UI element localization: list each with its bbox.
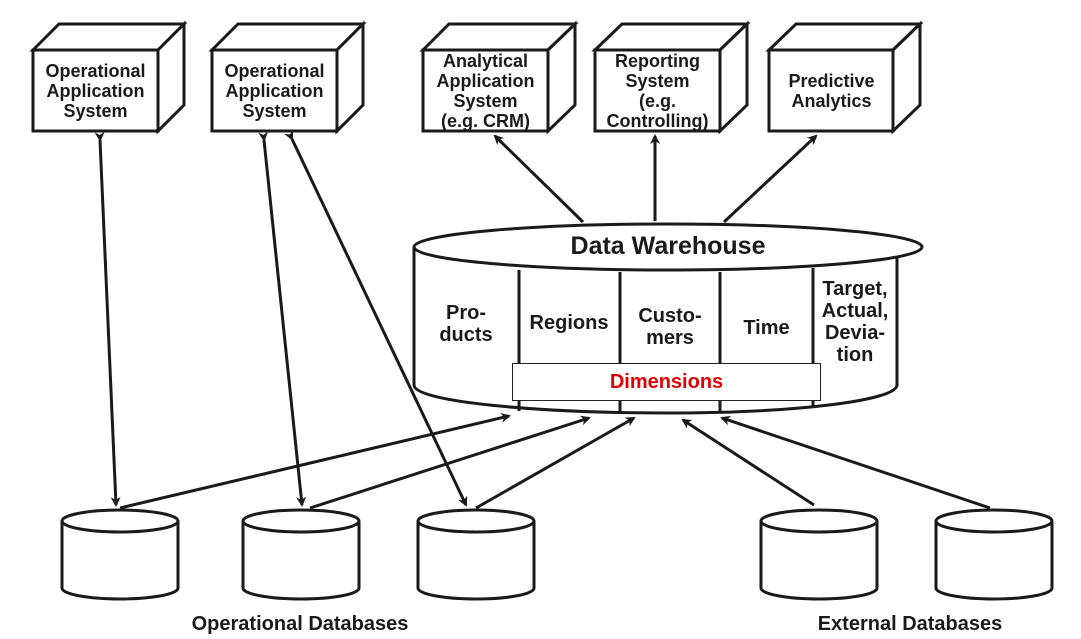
- column-customers: Custo- mers: [638, 305, 702, 349]
- operational-database-1: [60, 508, 180, 601]
- system-box-5: [765, 20, 924, 135]
- cylinder-body: [241, 521, 361, 601]
- arrows-db-to-warehouse: [119, 412, 991, 510]
- cylinder-top: [759, 508, 879, 534]
- warehouse-title: Data Warehouse: [570, 232, 766, 260]
- dimensions-banner: Dimensions: [512, 363, 821, 401]
- system-box-4: [591, 20, 751, 135]
- system-label-1: Operational Application System: [45, 60, 146, 121]
- system-label-4: Reporting System (e.g. Controlling): [606, 50, 709, 131]
- system-label-5: Predictive Analytics: [788, 70, 875, 111]
- arrow-db1-dw: [119, 412, 511, 510]
- system-label-3: Analytical Application System (e.g. CRM): [436, 50, 535, 131]
- cylinder-body: [759, 521, 879, 601]
- operational-database-3: [416, 508, 536, 601]
- arrow-db5-dw: [720, 415, 991, 510]
- system-box-3: [419, 20, 579, 135]
- external-database-2: [934, 508, 1054, 601]
- operational-database-2: [241, 508, 361, 601]
- external-databases-caption: External Databases: [817, 613, 1003, 635]
- cylinder-top: [416, 508, 536, 534]
- arrow-db2-dw: [309, 415, 591, 510]
- cylinder-body: [934, 521, 1054, 601]
- column-regions: Regions: [529, 312, 609, 334]
- arrow-to-analytical: [493, 134, 585, 224]
- cylinder-top: [241, 508, 361, 534]
- arrows-op-systems: [94, 129, 468, 507]
- arrow-db4-dw: [681, 418, 815, 507]
- system-box-1: [29, 20, 188, 135]
- operational-databases-caption: Operational Databases: [191, 613, 409, 635]
- cylinder-body: [60, 521, 180, 601]
- external-database-1: [759, 508, 879, 601]
- system-box-2: [208, 20, 367, 135]
- arrows-outgoing: [493, 134, 818, 224]
- column-products: Pro- ducts: [439, 302, 493, 346]
- system-label-2: Operational Application System: [224, 60, 325, 121]
- dimensions-label: Dimensions: [609, 370, 724, 393]
- arrow-db3-dw: [475, 416, 636, 510]
- column-time: Time: [743, 317, 790, 339]
- cylinder-top: [60, 508, 180, 534]
- column-target-actual-deviation: Target, Actual, Devia- tion: [821, 278, 889, 366]
- arrow-sys2-db3: [284, 129, 468, 507]
- arrow-to-predictive: [722, 134, 818, 224]
- cylinder-top: [934, 508, 1054, 534]
- arrow-sys1-db1: [94, 131, 121, 507]
- arrow-sys2-db2: [258, 131, 307, 507]
- cylinder-body: [416, 521, 536, 601]
